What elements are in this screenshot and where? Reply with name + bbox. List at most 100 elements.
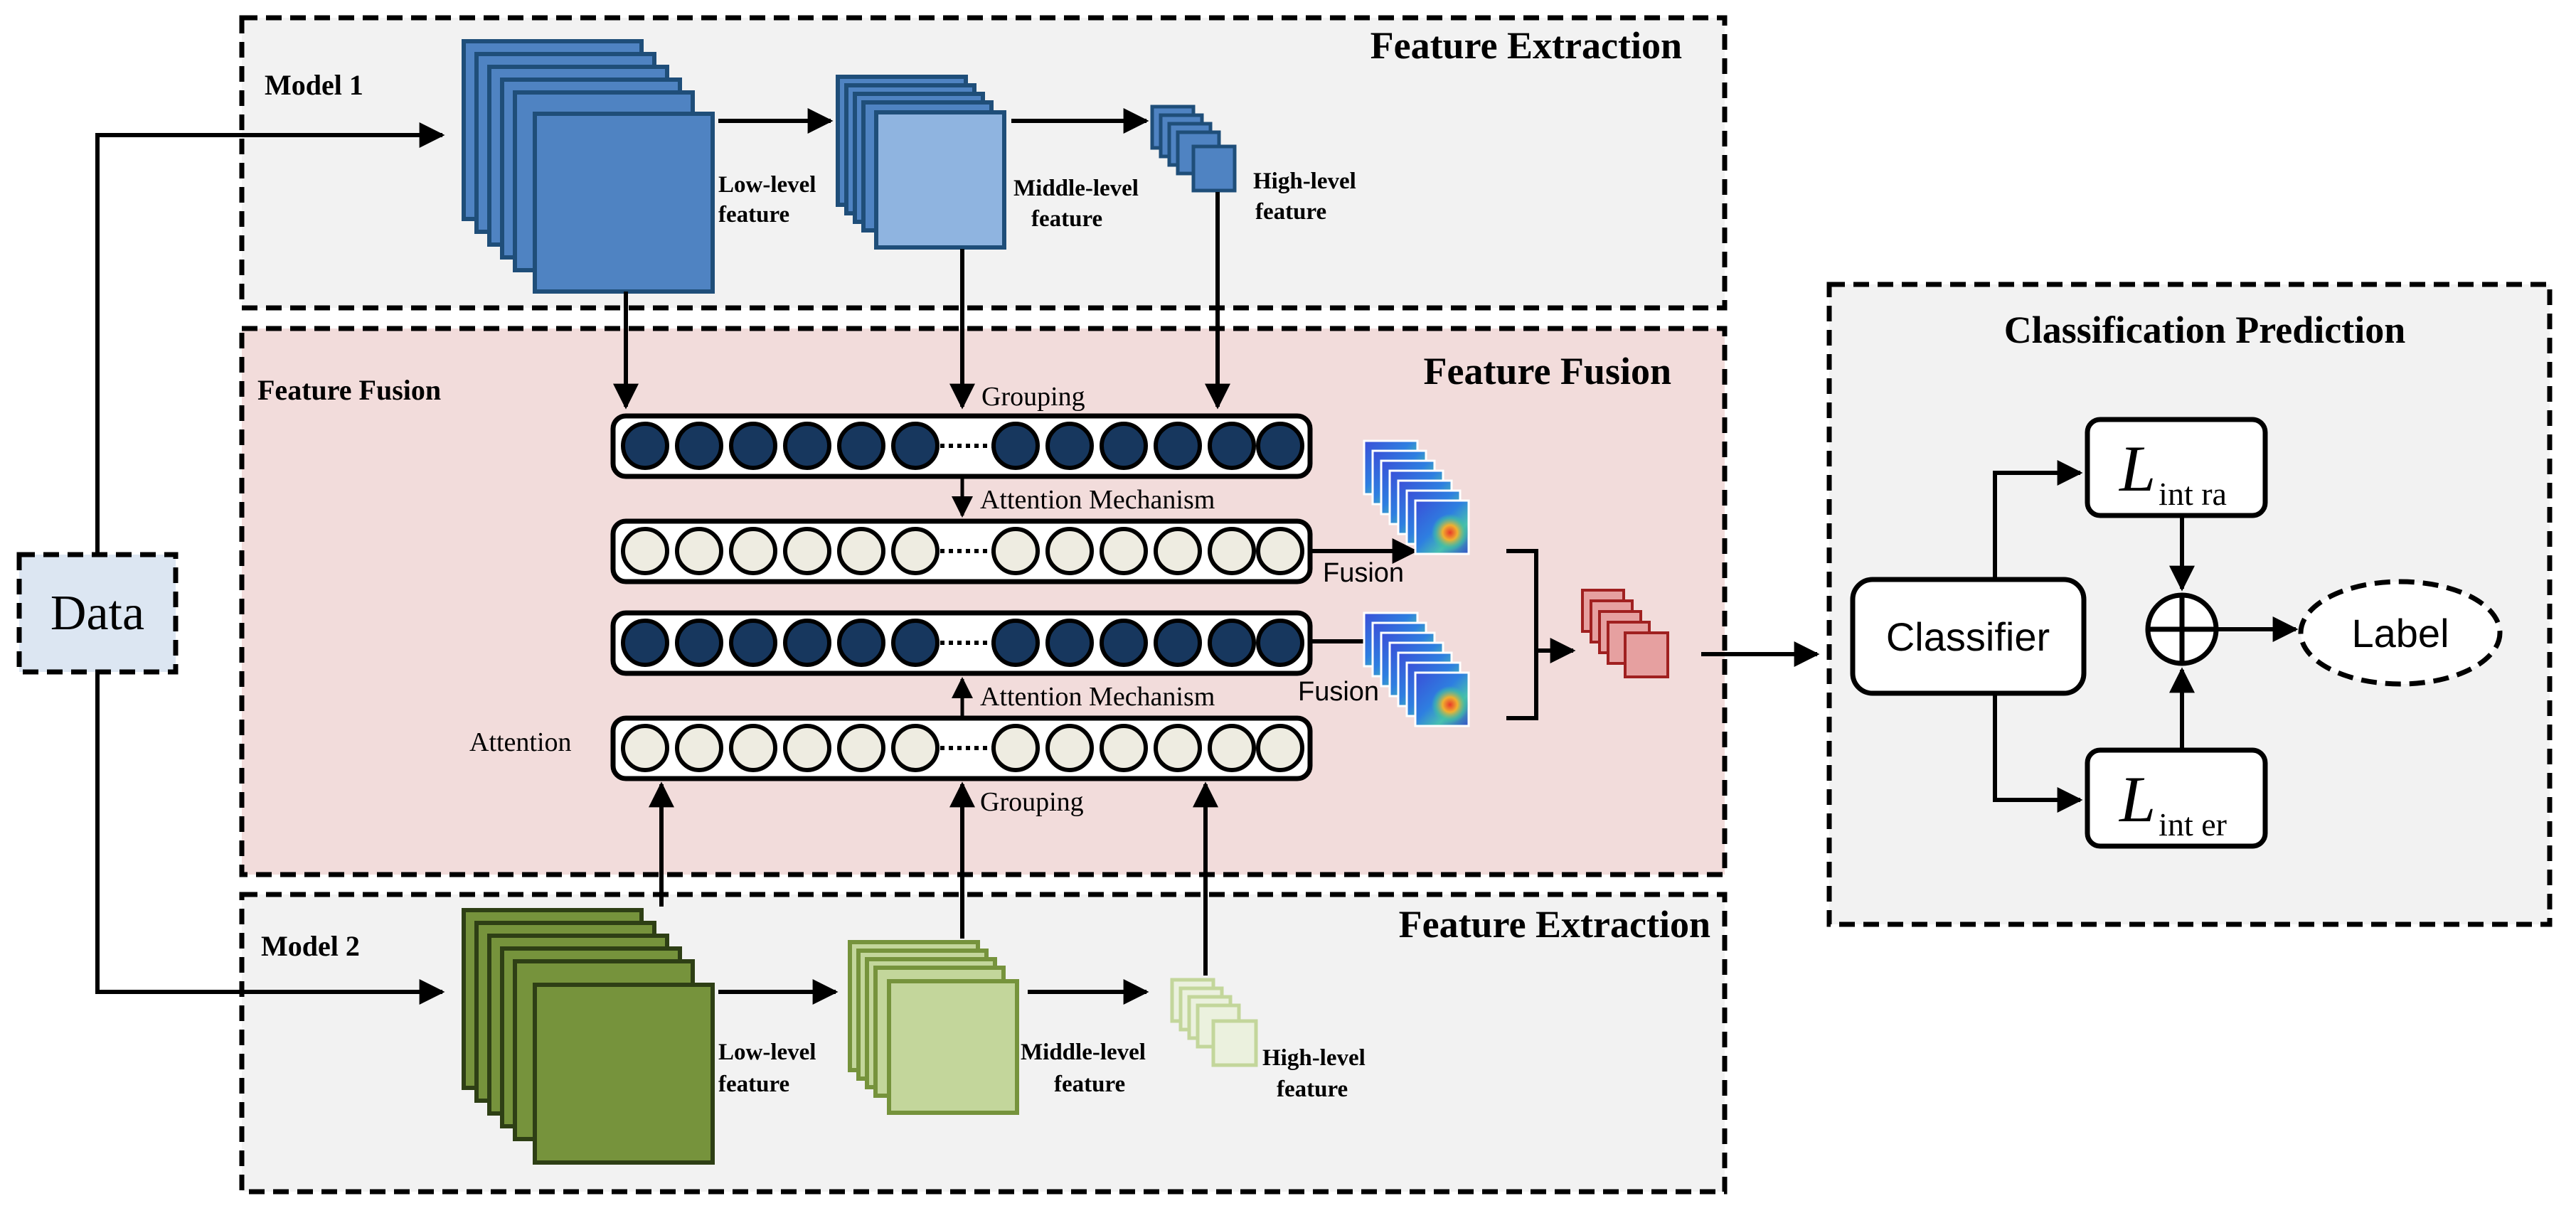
attention-label: Attention xyxy=(469,727,572,757)
feature-node xyxy=(1100,724,1148,772)
model1-section-title: Feature Extraction xyxy=(1371,24,1682,67)
feature-node xyxy=(991,422,1040,470)
feature-node xyxy=(1045,724,1094,772)
classifier-to-inter-arrow xyxy=(1993,693,2083,813)
feature-node xyxy=(1154,619,1202,667)
feature-node xyxy=(837,619,885,667)
feature-node xyxy=(675,422,723,470)
model2-low-level-stack xyxy=(462,908,715,1165)
feature-node xyxy=(991,619,1040,667)
feature-node xyxy=(1154,422,1202,470)
model2-high-label-2: feature xyxy=(1277,1077,1348,1102)
feature-node xyxy=(621,527,669,575)
attention-mechanism-top-label: Attention Mechanism xyxy=(980,485,1215,515)
feature-node xyxy=(675,527,723,575)
model1-high-label-2: feature xyxy=(1255,199,1326,225)
model1-mid-label: Middle-level xyxy=(1013,176,1139,201)
node-row-2 xyxy=(610,518,1313,584)
model1-high-level-stack xyxy=(1150,105,1237,193)
model1-high-label: High-level xyxy=(1253,169,1356,194)
fused-feature-stack xyxy=(1581,589,1669,678)
feature-node xyxy=(1045,422,1094,470)
model1-low-label-2: feature xyxy=(718,202,789,228)
feature-node xyxy=(783,619,831,667)
node-row-3 xyxy=(610,610,1313,676)
classification-title: Classification Prediction xyxy=(2004,309,2405,351)
loss-intra-text: L int ra xyxy=(2118,432,2227,512)
feature-node xyxy=(621,619,669,667)
feature-node xyxy=(1100,422,1148,470)
loss-intra-box xyxy=(2085,417,2268,518)
feature-node xyxy=(1208,527,1256,575)
feature-node xyxy=(1256,527,1304,575)
data-label: Data xyxy=(50,586,144,641)
model2-mid-label-2: feature xyxy=(1054,1072,1125,1097)
fusion-section-title: Feature Fusion xyxy=(1424,350,1672,392)
loss-inter-sub: int er xyxy=(2159,806,2227,843)
feature-node xyxy=(1045,527,1094,575)
feature-node xyxy=(891,422,940,470)
feature-node xyxy=(837,724,885,772)
model1-mid-label-2: feature xyxy=(1031,206,1102,232)
model1-middle-level-stack xyxy=(836,75,1006,250)
feature-node xyxy=(675,619,723,667)
attention-mechanism-bottom-label: Attention Mechanism xyxy=(980,682,1215,712)
feature-node xyxy=(729,724,777,772)
feature-node xyxy=(1154,724,1202,772)
feature-node xyxy=(621,724,669,772)
data-to-model2-arrow xyxy=(95,672,445,1005)
label-text: Label xyxy=(2351,611,2449,656)
heatmap-top-merge-line xyxy=(1506,549,1538,651)
feature-node xyxy=(991,527,1040,575)
model2-high-label: High-level xyxy=(1262,1045,1366,1071)
feature-node xyxy=(1045,619,1094,667)
heatmap-stack-top xyxy=(1363,439,1470,555)
node-row-1 xyxy=(610,413,1313,479)
loss-inter-box xyxy=(2085,747,2268,849)
model2-label: Model 2 xyxy=(261,930,360,962)
feature-node xyxy=(783,422,831,470)
feature-node xyxy=(1208,724,1256,772)
combine-operator-icon xyxy=(2145,592,2219,666)
fusion-bottom-label: Fusion xyxy=(1298,677,1379,707)
model2-section-title: Feature Extraction xyxy=(1399,903,1710,946)
heatmap-stack-bottom xyxy=(1363,611,1470,727)
model1-low-level-stack xyxy=(462,39,715,294)
feature-node xyxy=(837,527,885,575)
classifier-to-intra-arrow xyxy=(1993,460,2083,579)
feature-node xyxy=(729,422,777,470)
feature-node xyxy=(991,724,1040,772)
heatmap-bottom-merge-line xyxy=(1506,651,1538,720)
feature-node xyxy=(1256,724,1304,772)
loss-intra-main: L xyxy=(2118,432,2156,505)
fusion-top-label: Fusion xyxy=(1323,558,1404,588)
feature-node xyxy=(621,422,669,470)
feature-node xyxy=(783,724,831,772)
grouping-top-label: Grouping xyxy=(981,382,1085,412)
feature-node xyxy=(729,619,777,667)
feature-node xyxy=(1256,422,1304,470)
feature-node xyxy=(1100,619,1148,667)
feature-node xyxy=(1100,527,1148,575)
data-box xyxy=(16,552,179,675)
model2-middle-level-stack xyxy=(848,940,1019,1115)
classifier-box xyxy=(1850,577,2087,696)
loss-inter-main: L xyxy=(2118,763,2156,835)
node-row-4 xyxy=(610,715,1313,781)
model2-high-level-stack xyxy=(1170,978,1258,1067)
feature-node xyxy=(891,724,940,772)
label-ellipse xyxy=(2298,579,2503,687)
grouping-bottom-label: Grouping xyxy=(980,787,1084,817)
classifier-label: Classifier xyxy=(1886,614,2050,659)
loss-inter-text: L int er xyxy=(2118,763,2227,843)
feature-node xyxy=(783,527,831,575)
feature-node xyxy=(1208,422,1256,470)
model2-low-label-2: feature xyxy=(718,1072,789,1097)
feature-node xyxy=(891,527,940,575)
data-to-model1-arrow xyxy=(95,122,445,555)
feature-node xyxy=(1256,619,1304,667)
loss-intra-sub: int ra xyxy=(2159,476,2227,512)
model1-low-label: Low-level xyxy=(718,172,816,198)
feature-node xyxy=(1154,527,1202,575)
feature-node xyxy=(1208,619,1256,667)
